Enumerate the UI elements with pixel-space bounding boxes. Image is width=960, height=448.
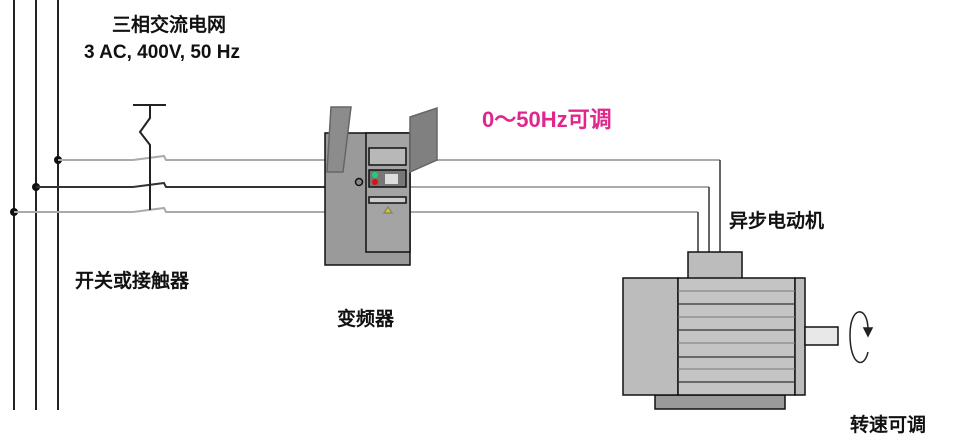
rotation-arrow-icon xyxy=(849,311,874,364)
frequency-label: 0～50Hz可调 xyxy=(482,107,612,132)
feed-lines xyxy=(14,154,326,213)
grid-title: 三相交流电网 xyxy=(112,15,227,36)
switch-symbol xyxy=(133,104,166,210)
inverter xyxy=(324,106,438,266)
inverter-label: 变频器 xyxy=(337,309,395,330)
motor-leads xyxy=(697,160,721,252)
grid-spec: 3 AC, 400V, 50 Hz xyxy=(84,42,240,63)
motor xyxy=(622,251,839,410)
speed-label: 转速可调 xyxy=(850,415,927,436)
switch-label: 开关或接触器 xyxy=(75,271,190,292)
motor-label: 异步电动机 xyxy=(729,211,825,232)
output-lines xyxy=(410,159,720,213)
grid-bus-lines xyxy=(13,0,59,410)
